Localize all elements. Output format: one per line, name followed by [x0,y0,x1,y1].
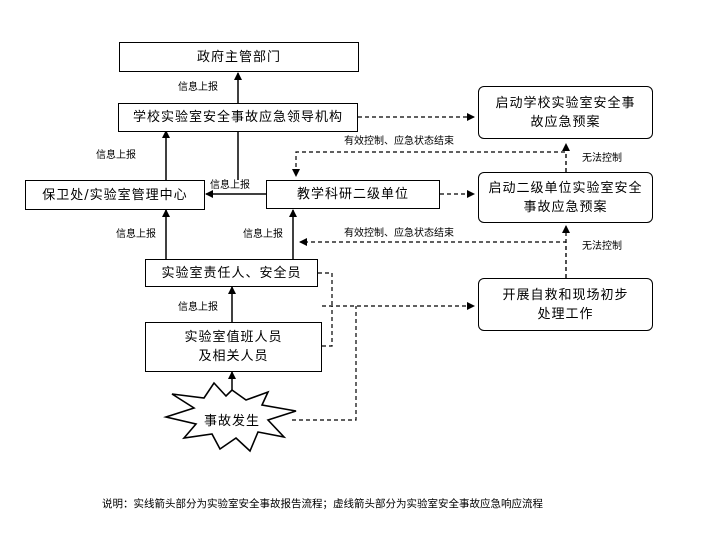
report-label-1: 信息上报 [178,82,218,93]
dashed-responsible-to-rescue [318,272,333,306]
gov-department-label: 政府主管部门 [196,49,281,65]
school-leader-label: 学校实验室安全事故应急领导机构 [132,110,343,125]
lab-responsible-box: 实验室责任人、安全员 [145,259,318,287]
security-center-box: 保卫处/实验室管理中心 [25,180,205,210]
accident-burst [163,381,297,453]
teaching-unit-label: 教学科研二级单位 [296,187,409,202]
report-label-3: 信息上报 [210,180,250,191]
legend-note: 说明：实线箭头部分为实验室安全事故报告流程；虚线箭头部分为实验室安全事故应急响应… [102,498,543,510]
lab-duty-label-line2: 及相关人员 [198,349,269,364]
unit-plan-label: 启动二级单位实验室安全事故应急预案 [488,180,643,215]
report-label-6: 信息上报 [178,302,218,313]
dashed-duty-side [322,306,333,347]
school-plan-label: 启动学校实验室安全事故应急预案 [495,95,636,130]
lab-duty-box: 实验室值班人员 及相关人员 [145,322,322,372]
security-center-label: 保卫处/实验室管理中心 [42,187,188,203]
report-label-5: 信息上报 [243,229,283,240]
lab-duty-label-line1: 实验室值班人员 [184,330,283,345]
dashed-rescue-to-unit [299,238,567,278]
school-plan-box: 启动学校实验室安全事故应急预案 [478,86,653,139]
rescue-label: 开展自救和现场初步处理工作 [502,287,629,322]
rescue-box: 开展自救和现场初步处理工作 [478,278,653,331]
gov-department-box: 政府主管部门 [119,42,359,72]
teaching-unit-box: 教学科研二级单位 [266,180,440,209]
no-control-label-1: 无法控制 [582,153,622,164]
control-end-label-1: 有效控制、应急状态结束 [344,136,454,147]
accident-label: 事故发生 [204,414,261,429]
unit-plan-box: 启动二级单位实验室安全事故应急预案 [478,172,653,223]
control-end-label-2: 有效控制、应急状态结束 [344,228,454,239]
report-label-2: 信息上报 [96,150,136,161]
no-control-label-2: 无法控制 [582,241,622,252]
dashed-accident-to-rescue [292,306,357,421]
school-leader-box: 学校实验室安全事故应急领导机构 [118,103,358,132]
report-label-4: 信息上报 [116,229,156,240]
lab-responsible-label: 实验室责任人、安全员 [161,265,302,281]
